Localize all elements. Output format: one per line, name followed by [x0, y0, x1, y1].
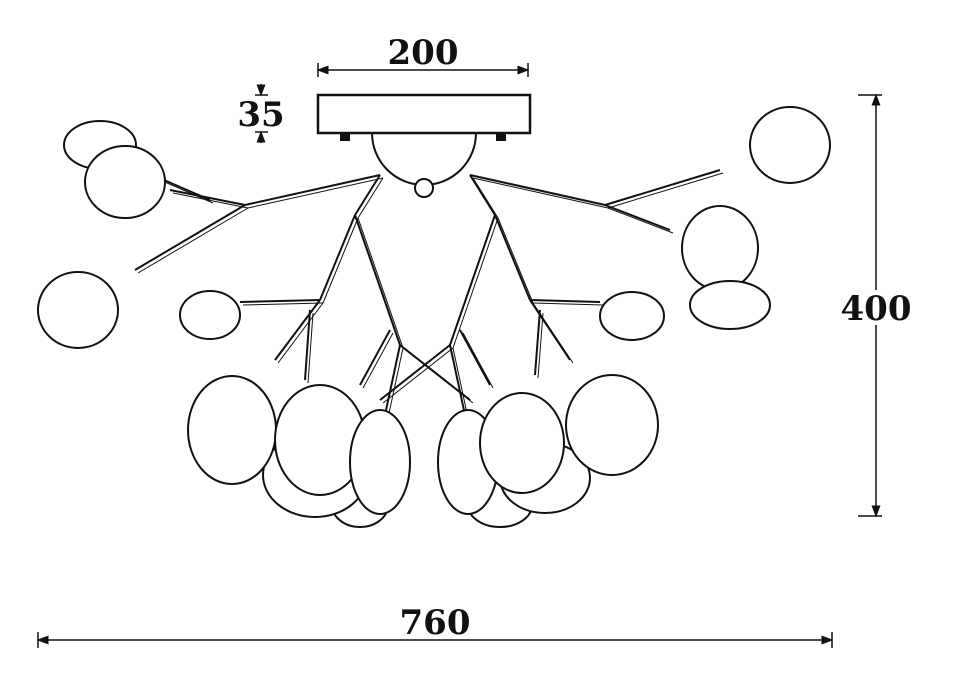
- glass-bulb: [749, 106, 831, 184]
- arm-edge: [137, 207, 249, 274]
- dimension-canopy-height: [255, 84, 268, 143]
- dimension-total-height: [858, 93, 882, 518]
- arm: [359, 329, 391, 386]
- dimension-canopy-width: [316, 63, 530, 77]
- canopy-plate: [316, 93, 532, 135]
- glass-bulb: [599, 291, 665, 341]
- finial: [414, 178, 434, 198]
- glass-bulb: [479, 392, 565, 494]
- arm-edge: [307, 312, 314, 384]
- arm: [274, 299, 321, 361]
- arm-edge: [607, 172, 724, 209]
- arm-edge: [277, 302, 324, 364]
- arm-edge: [382, 347, 454, 404]
- glass-bulb: [37, 271, 119, 349]
- arm-edge: [402, 347, 474, 404]
- arm: [529, 299, 571, 361]
- arm: [304, 309, 311, 381]
- dimension-label-35: 35: [237, 95, 284, 135]
- dimension-total-width: [36, 632, 834, 648]
- arm-edge: [362, 332, 394, 389]
- glass-bulb: [565, 374, 659, 476]
- arm: [239, 299, 321, 303]
- arm-edge: [387, 347, 404, 419]
- arm: [354, 174, 381, 216]
- arm-edge: [247, 177, 384, 209]
- glass-bulb: [349, 409, 411, 515]
- canopy-foot-left: [340, 133, 350, 141]
- arm: [494, 214, 531, 301]
- glass-bulb: [187, 375, 277, 485]
- glass-bulb: [689, 280, 771, 330]
- arm-edge: [452, 347, 469, 419]
- glass-bulb: [681, 205, 759, 291]
- arm: [379, 344, 451, 401]
- arm: [399, 344, 471, 401]
- arm-edge: [172, 192, 249, 209]
- dimension-label-200: 200: [388, 33, 459, 73]
- arm-edge: [357, 177, 384, 219]
- dimension-label-760: 760: [400, 603, 471, 643]
- arm: [384, 344, 401, 416]
- arm: [604, 204, 671, 231]
- arm: [244, 174, 381, 206]
- arm-edge: [532, 302, 604, 306]
- arm: [604, 169, 721, 206]
- glass-bulb: [179, 290, 241, 340]
- arm-edge: [357, 217, 404, 349]
- arm-edge: [242, 302, 324, 306]
- arm: [169, 189, 246, 206]
- arm: [449, 214, 496, 346]
- arm: [354, 214, 401, 346]
- arm-edge: [497, 217, 534, 304]
- arm: [459, 329, 491, 386]
- arm-edge: [607, 207, 674, 234]
- canopy-dome: [371, 132, 477, 186]
- arm: [469, 174, 606, 206]
- chandelier: [37, 106, 831, 528]
- glass-bulb: [84, 145, 166, 219]
- arm-edge: [537, 312, 544, 379]
- arm: [534, 309, 541, 376]
- arm: [319, 214, 356, 301]
- arm-edge: [462, 332, 494, 389]
- arm: [134, 204, 246, 271]
- arm-edge: [452, 217, 499, 349]
- dimension-label-400: 400: [841, 289, 912, 329]
- canopy-foot-right: [496, 133, 506, 141]
- arm: [529, 299, 601, 303]
- arm-edge: [472, 177, 499, 219]
- arm-edge: [472, 177, 609, 209]
- arm: [469, 174, 496, 216]
- arm-edge: [322, 217, 359, 304]
- arm: [449, 344, 466, 416]
